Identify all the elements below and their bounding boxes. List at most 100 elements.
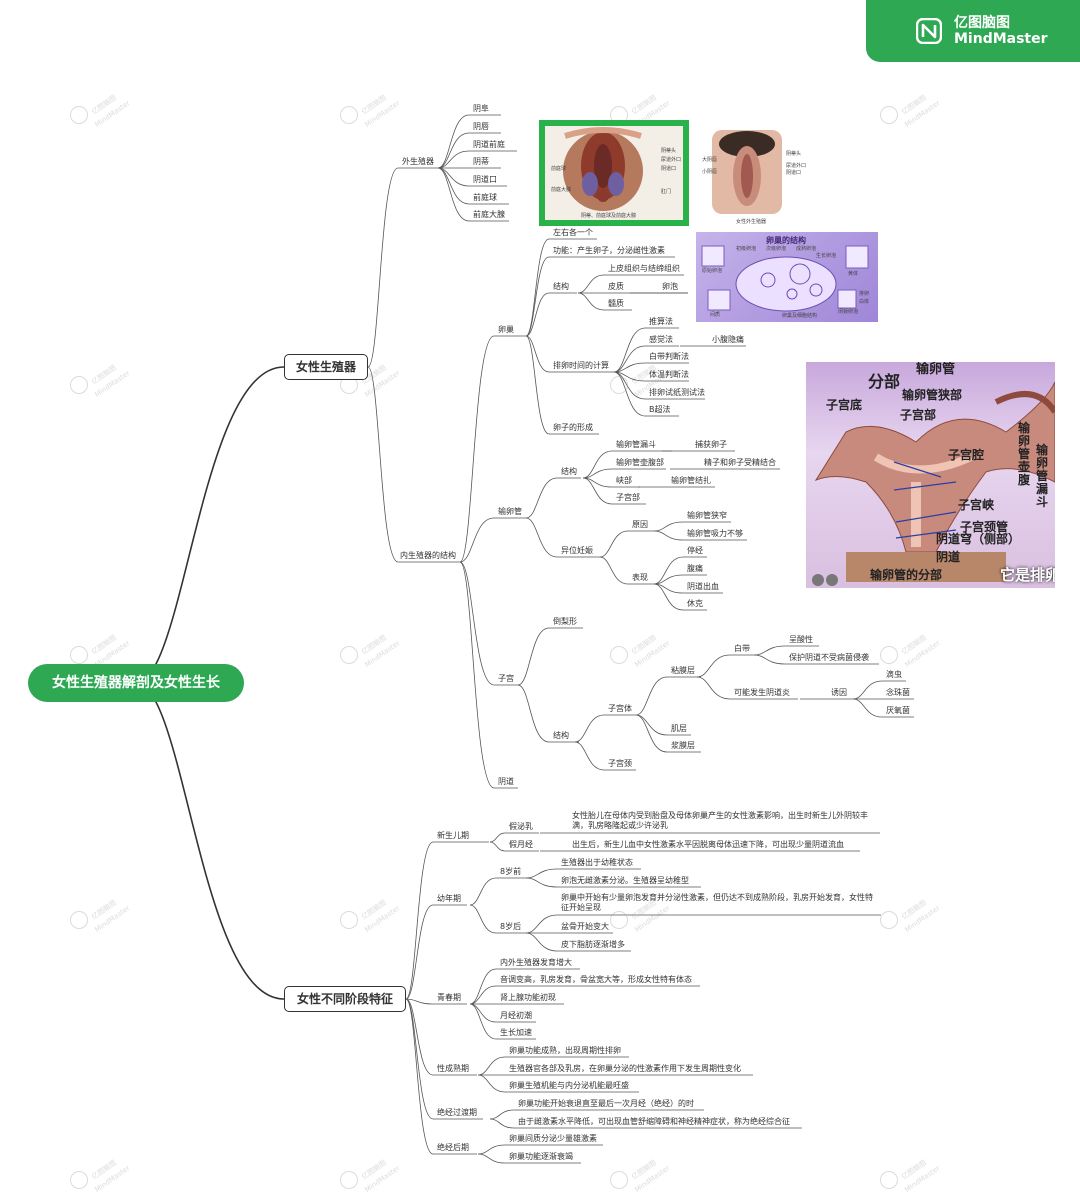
- node-ext-7[interactable]: 前庭大腺: [473, 210, 505, 219]
- node-ovul-6[interactable]: B超法: [649, 405, 671, 414]
- node-vagina[interactable]: 阴道: [498, 777, 514, 786]
- node-vag-2[interactable]: 念珠菌: [886, 688, 910, 697]
- node-tube[interactable]: 输卵管: [498, 507, 522, 516]
- node-muscle[interactable]: 肌层: [671, 724, 687, 733]
- image3-title: 卵巢的结构: [766, 236, 806, 245]
- node-ext-1[interactable]: 阴阜: [473, 104, 489, 113]
- node-puberty-2[interactable]: 音调变高，乳房发育，骨盆宽大等，形成女性特有体态: [500, 975, 692, 984]
- node-vaginitis[interactable]: 可能发生阴道炎: [734, 688, 790, 697]
- node-ovul-3[interactable]: 白带判断法: [649, 352, 689, 361]
- node-vag-3[interactable]: 厌氧菌: [886, 706, 910, 715]
- node-vaginitis-cause[interactable]: 诱因: [831, 688, 847, 697]
- node-ovulation-calc[interactable]: 排卵时间的计算: [553, 361, 609, 370]
- node-newborn-b1[interactable]: 出生后，新生儿血中女性激素水平因脱离母体迅速下降，可出现少量阴道流血: [572, 840, 844, 849]
- node-leuk-1[interactable]: 呈酸性: [789, 635, 813, 644]
- node-ovary-struct-a[interactable]: 上皮组织与结缔组织: [608, 264, 680, 273]
- node-sign-4[interactable]: 休克: [687, 599, 703, 608]
- node-ovary-count[interactable]: 左右各一个: [553, 228, 593, 237]
- node-leuk-2[interactable]: 保护阴道不受病菌侵袭: [789, 653, 869, 662]
- main-topic-anatomy[interactable]: 女性生殖器: [284, 354, 368, 380]
- node-tube-b[interactable]: 输卵管壶腹部: [616, 458, 664, 467]
- node-childhood[interactable]: 幼年期: [437, 894, 461, 903]
- node-ovul-2a[interactable]: 小腹隐痛: [712, 335, 744, 344]
- node-uterus-structure[interactable]: 结构: [553, 731, 569, 740]
- node-after8-1[interactable]: 卵巢中开始有少量卵泡发育并分泌性激素，但仍达不到成熟阶段，乳房开始发育，女性特征…: [561, 893, 873, 912]
- image-external-genitals[interactable]: 女性外生殖器 阴蒂头 尿道外口 阴道口 大阴唇 小阴唇: [702, 128, 810, 228]
- node-ext-5[interactable]: 阴道口: [473, 175, 497, 184]
- node-ovary-struct-c[interactable]: 髓质: [608, 299, 624, 308]
- node-ovul-1[interactable]: 推算法: [649, 317, 673, 326]
- node-ext-4[interactable]: 阴蒂: [473, 157, 489, 166]
- node-mature-3[interactable]: 卵巢生殖机能与内分泌机能最旺盛: [509, 1081, 629, 1090]
- node-ectopic[interactable]: 异位妊娠: [561, 546, 593, 555]
- node-maturity[interactable]: 性成熟期: [437, 1064, 469, 1073]
- node-ovary-struct-b1[interactable]: 卵泡: [662, 282, 678, 291]
- main-topic-stages[interactable]: 女性不同阶段特征: [284, 986, 406, 1012]
- node-mucosa[interactable]: 粘膜层: [671, 666, 695, 675]
- node-serosa[interactable]: 浆膜层: [671, 741, 695, 750]
- node-sign-1[interactable]: 停经: [687, 546, 703, 555]
- node-ectopic-signs[interactable]: 表现: [632, 573, 648, 582]
- node-newborn-a1[interactable]: 女性胎儿在母体内受到胎盘及母体卵巢产生的女性激素影响，出生时新生儿外阴较丰满，乳…: [572, 811, 868, 830]
- node-ext-2[interactable]: 阴唇: [473, 122, 489, 131]
- node-vag-1[interactable]: 滴虫: [886, 670, 902, 679]
- node-ovary-function[interactable]: 功能：产生卵子，分泌雌性激素: [553, 246, 665, 255]
- node-newborn-b[interactable]: 假月经: [509, 840, 533, 849]
- node-ovul-5[interactable]: 排卵试纸测试法: [649, 388, 705, 397]
- node-puberty[interactable]: 青春期: [437, 993, 461, 1002]
- node-tube-b1[interactable]: 精子和卵子受精结合: [704, 458, 776, 467]
- node-puberty-1[interactable]: 内外生殖器发育增大: [500, 958, 572, 967]
- node-cervix[interactable]: 子宫颈: [608, 759, 632, 768]
- node-after8[interactable]: 8岁后: [500, 922, 522, 931]
- image-uterus-tube[interactable]: 输卵管 分部 输卵管狭部 子宫底 子宫部 输卵管壶腹 输卵管漏斗 子宫腔 子宫峡…: [806, 362, 1055, 588]
- node-internal-genitals[interactable]: 内生殖器的结构: [400, 551, 456, 560]
- node-post-1[interactable]: 卵巢间质分泌少量雄激素: [509, 1134, 597, 1143]
- node-puberty-3[interactable]: 肾上腺功能初现: [500, 993, 556, 1002]
- node-external-genitals[interactable]: 外生殖器: [402, 157, 434, 166]
- node-leukorrhea[interactable]: 白带: [734, 644, 750, 653]
- node-ovary-structure[interactable]: 结构: [553, 282, 569, 291]
- node-egg-formation[interactable]: 卵子的形成: [553, 423, 593, 432]
- image-ovary-structure[interactable]: 卵巢的结构 卵巢及细胞结构 初级卵泡 次级卵泡 成熟卵泡 原始卵泡 黄体 白体 …: [696, 232, 878, 322]
- node-sign-3[interactable]: 阴道出血: [687, 582, 719, 591]
- node-before8-1[interactable]: 生殖器出于幼稚状态: [561, 858, 633, 867]
- node-cause-2[interactable]: 输卵管吸力不够: [687, 529, 743, 538]
- brand-badge[interactable]: 亿图脑图 MindMaster: [866, 0, 1080, 62]
- node-ectopic-cause[interactable]: 原因: [632, 520, 648, 529]
- node-tube-a1[interactable]: 捕获卵子: [695, 440, 727, 449]
- node-mature-1[interactable]: 卵巢功能成熟，出现周期性排卵: [509, 1046, 621, 1055]
- node-after8-3[interactable]: 皮下脂肪逐渐增多: [561, 940, 625, 949]
- node-cause-1[interactable]: 输卵管狭窄: [687, 511, 727, 520]
- node-ovary-struct-b[interactable]: 皮质: [608, 282, 624, 291]
- root-topic[interactable]: 女性生殖器解剖及女性生长: [28, 664, 244, 702]
- image3-label: 排卵: [859, 291, 870, 297]
- node-uterus-shape[interactable]: 倒梨形: [553, 617, 577, 626]
- node-ovul-4[interactable]: 体温判断法: [649, 370, 689, 379]
- node-peri-1[interactable]: 卵巢功能开始衰退直至最后一次月经（绝经）的时: [518, 1099, 694, 1108]
- node-tube-c[interactable]: 峡部: [616, 476, 632, 485]
- node-tube-structure[interactable]: 结构: [561, 467, 577, 476]
- node-ovul-2[interactable]: 感觉法: [649, 335, 673, 344]
- node-puberty-5[interactable]: 生长加速: [500, 1028, 532, 1037]
- node-newborn-a[interactable]: 假泌乳: [509, 822, 533, 831]
- node-postmenopause[interactable]: 绝经后期: [437, 1143, 469, 1152]
- node-after8-2[interactable]: 盆骨开始变大: [561, 922, 609, 931]
- node-sign-2[interactable]: 腹痛: [687, 564, 703, 573]
- node-ovary[interactable]: 卵巢: [498, 325, 514, 334]
- node-post-2[interactable]: 卵巢功能逐渐衰竭: [509, 1152, 573, 1161]
- node-ext-3[interactable]: 阴道前庭: [473, 140, 505, 149]
- node-uterus-body[interactable]: 子宫体: [608, 704, 632, 713]
- node-mature-2[interactable]: 生殖器官各部及乳房，在卵巢分泌的性激素作用下发生周期性变化: [509, 1064, 741, 1073]
- node-tube-a[interactable]: 输卵管漏斗: [616, 440, 656, 449]
- node-tube-c1[interactable]: 输卵管结扎: [671, 476, 711, 485]
- node-perimenopause[interactable]: 绝经过渡期: [437, 1108, 477, 1117]
- node-tube-d[interactable]: 子宫部: [616, 493, 640, 502]
- node-newborn[interactable]: 新生儿期: [437, 831, 469, 840]
- node-uterus[interactable]: 子宫: [498, 674, 514, 683]
- node-peri-2[interactable]: 由于雌激素水平降低，可出现血管舒缩障碍和神经精神症状，称为绝经综合征: [518, 1117, 790, 1126]
- node-ext-6[interactable]: 前庭球: [473, 193, 497, 202]
- node-before8-2[interactable]: 卵泡无雌激素分泌。生殖器呈幼稚型: [561, 876, 689, 885]
- image-vestibule-anatomy[interactable]: 阴蒂、前庭球及前庭大腺 阴蒂头 尿道外口 阴道口 肛门 前庭球 前庭大腺: [539, 120, 689, 226]
- node-before8[interactable]: 8岁前: [500, 867, 522, 876]
- node-puberty-4[interactable]: 月经初潮: [500, 1011, 532, 1020]
